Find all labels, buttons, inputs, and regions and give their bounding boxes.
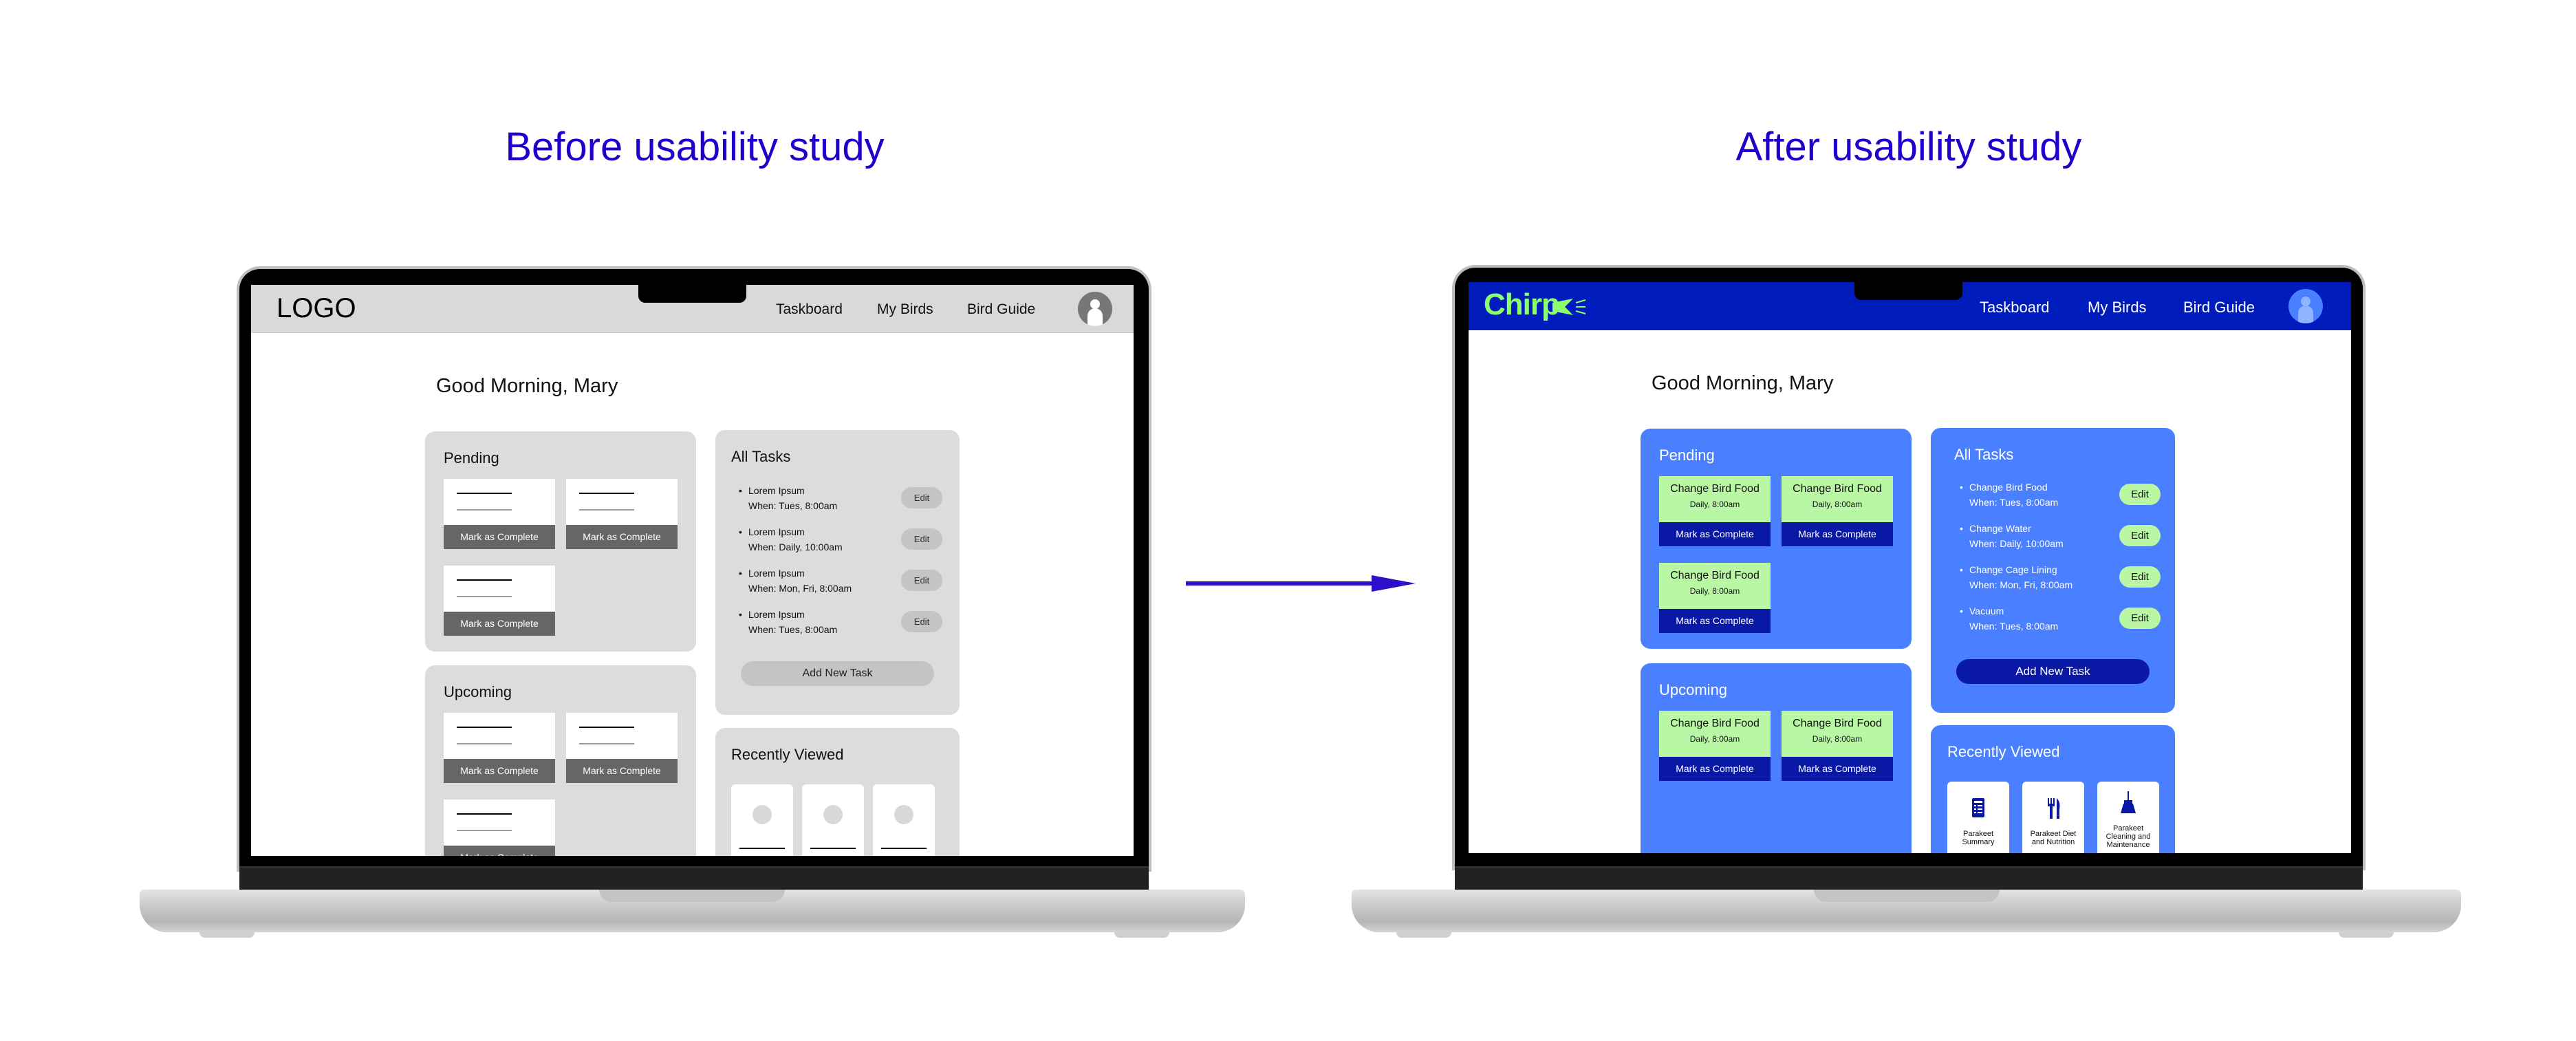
mark-complete-button[interactable]: Mark as Complete — [444, 612, 555, 636]
upcoming-card: Upcoming Mark as Complete Mark as Comple… — [425, 665, 696, 856]
pending-title: Pending — [1659, 447, 1715, 464]
screen-before: LOGO Taskboard My Birds Bird Guide Good … — [251, 285, 1134, 856]
nav-taskboard[interactable]: Taskboard — [1980, 299, 2050, 316]
task-tile: Mark as Complete — [444, 713, 555, 783]
nav-taskboard[interactable]: Taskboard — [776, 301, 843, 317]
edit-button[interactable]: Edit — [901, 487, 942, 508]
mark-complete-button[interactable]: Mark as Complete — [1659, 757, 1771, 781]
mark-complete-button[interactable]: Mark as Complete — [444, 525, 555, 549]
task-tile: Mark as Complete — [566, 713, 678, 783]
avatar[interactable] — [2288, 289, 2323, 323]
navbar: LOGO Taskboard My Birds Bird Guide — [251, 285, 1134, 333]
recent-tile[interactable] — [802, 784, 864, 856]
image-placeholder-icon — [753, 805, 772, 824]
broom-icon — [2121, 791, 2136, 813]
recent-tile[interactable] — [873, 784, 935, 856]
recently-viewed-card: Recently Viewed — [715, 728, 960, 856]
task-tile: Mark as Complete — [444, 799, 555, 856]
mark-complete-button[interactable]: Mark as Complete — [1782, 522, 1893, 546]
pending-title: Pending — [444, 449, 499, 466]
task-tile: Mark as Complete — [444, 566, 555, 636]
all-tasks-title: All Tasks — [1954, 446, 2014, 463]
nav-my-birds[interactable]: My Birds — [2088, 299, 2147, 316]
edit-button[interactable]: Edit — [901, 611, 942, 632]
mark-complete-button[interactable]: Mark as Complete — [566, 759, 678, 783]
avatar[interactable] — [1078, 292, 1112, 326]
recent-tile-diet-nutrition[interactable]: Parakeet Diet and Nutrition — [2022, 782, 2084, 853]
logo: LOGO — [277, 293, 356, 323]
all-tasks-title: All Tasks — [731, 448, 791, 465]
upcoming-title: Upcoming — [1659, 681, 1728, 698]
chirp-logo: Chirp — [1484, 288, 1586, 329]
arrow-right-icon — [1186, 575, 1416, 592]
add-new-task-button[interactable]: Add New Task — [1956, 659, 2150, 684]
screen-after: Chirp Taskboard My Birds Bird Guide Good… — [1469, 282, 2351, 853]
edit-button[interactable]: Edit — [2119, 525, 2161, 546]
chirp-beak-icon — [1552, 299, 1586, 315]
recently-viewed-title: Recently Viewed — [1947, 743, 2060, 760]
after-title: After usability study — [1735, 125, 2082, 169]
edit-button[interactable]: Edit — [901, 528, 942, 550]
recent-tile-parakeet-summary[interactable]: Parakeet Summary — [1947, 782, 2009, 853]
mark-complete-button[interactable]: Mark as Complete — [566, 525, 678, 549]
pending-card: Pending Mark as Complete Mark as Complet… — [425, 431, 696, 652]
image-placeholder-icon — [823, 805, 843, 824]
recently-viewed-title: Recently Viewed — [731, 746, 844, 763]
edit-button[interactable]: Edit — [2119, 608, 2161, 629]
edit-button[interactable]: Edit — [2119, 566, 2161, 588]
nav-bird-guide[interactable]: Bird Guide — [2183, 299, 2255, 316]
greeting: Good Morning, Mary — [1652, 372, 1834, 394]
utensils-icon — [2048, 798, 2060, 819]
calculator-icon — [1972, 798, 1984, 817]
upcoming-title: Upcoming — [444, 683, 512, 700]
greeting: Good Morning, Mary — [436, 375, 618, 397]
nav-bird-guide[interactable]: Bird Guide — [967, 301, 1036, 317]
mark-complete-button[interactable]: Mark as Complete — [1659, 609, 1771, 633]
recently-viewed-card: Recently Viewed Parakeet Summary Parakee… — [1931, 725, 2175, 853]
mark-complete-button[interactable]: Mark as Complete — [1659, 522, 1771, 546]
mark-complete-button[interactable]: Mark as Complete — [444, 846, 555, 856]
task-tile: Mark as Complete — [566, 479, 678, 549]
task-tile: Mark as Complete — [444, 479, 555, 549]
image-placeholder-icon — [894, 805, 913, 824]
add-new-task-button[interactable]: Add New Task — [741, 661, 934, 686]
nav-my-birds[interactable]: My Birds — [877, 301, 933, 317]
edit-button[interactable]: Edit — [2119, 484, 2161, 505]
edit-button[interactable]: Edit — [901, 570, 942, 591]
mark-complete-button[interactable]: Mark as Complete — [1782, 757, 1893, 781]
navbar: Chirp Taskboard My Birds Bird Guide — [1469, 282, 2351, 330]
recent-tile[interactable] — [731, 784, 793, 856]
before-title: Before usability study — [505, 125, 885, 169]
recent-tile-cleaning-maintenance[interactable]: Parakeet Cleaning and Maintenance — [2097, 782, 2159, 853]
mark-complete-button[interactable]: Mark as Complete — [444, 759, 555, 783]
